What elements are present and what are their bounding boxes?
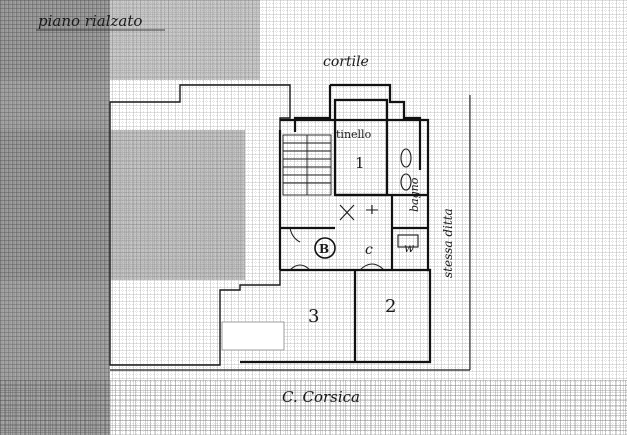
bath-label: bagno — [408, 177, 421, 212]
room-2-number: 2 — [385, 296, 396, 317]
neighbor-outline — [109, 84, 291, 366]
entrance-circle — [314, 237, 336, 259]
apartment-walls — [240, 83, 432, 364]
bidet-icon — [400, 148, 412, 168]
courtyard-label: cortile — [323, 54, 369, 70]
annex-label: tinello — [336, 128, 372, 141]
staircase — [282, 134, 332, 196]
bath-letter: w — [404, 241, 415, 255]
street-label: C. Corsica — [282, 388, 360, 406]
annex-number: 1 — [355, 154, 365, 172]
toilet-icon — [400, 173, 412, 191]
neighbor-label: stessa ditta — [441, 208, 455, 278]
floor-title: piano rialzato — [38, 12, 142, 30]
room-3-number: 3 — [308, 306, 319, 327]
dense-area-left-band — [0, 130, 245, 280]
window-cross-icon — [339, 204, 355, 221]
kitchen-letter: c — [365, 242, 373, 258]
dense-area-top — [0, 0, 260, 80]
hall-letter: B — [319, 242, 329, 256]
sink-icon — [397, 234, 419, 248]
dense-area-bottom — [0, 380, 627, 435]
bath-fixtures — [339, 148, 419, 248]
door-marks — [221, 227, 385, 351]
